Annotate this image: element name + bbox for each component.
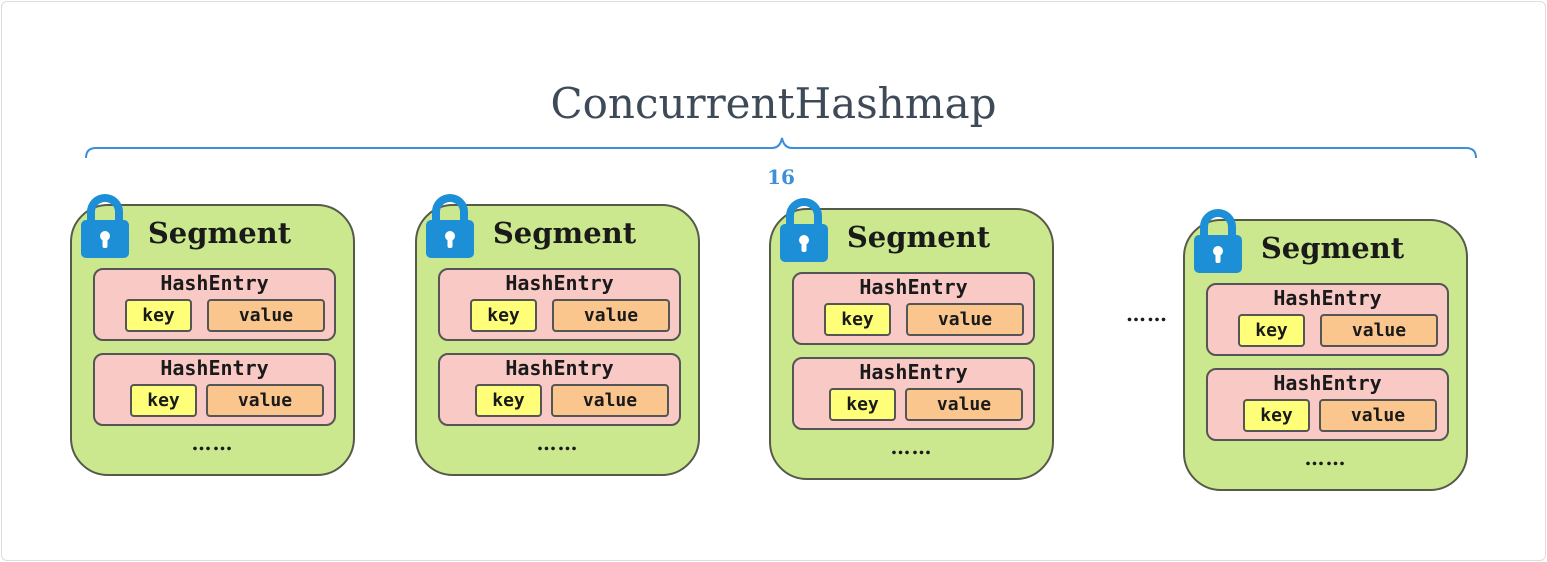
key-box: key [824,303,891,336]
hash-entry-label: HashEntry [505,356,614,380]
key-box: key [1243,399,1310,432]
segment-ellipsis: …… [191,431,234,455]
key-box: key [125,299,192,332]
value-box: value [551,384,669,417]
hash-entry: HashEntry key value [792,272,1035,345]
hash-entry: HashEntry key value [792,357,1035,430]
hash-entry: HashEntry key value [1206,283,1449,356]
value-box: value [1320,314,1438,347]
more-segments-ellipsis: …… [1126,302,1168,326]
value-box: value [206,384,324,417]
hash-entry-label: HashEntry [160,271,269,295]
key-box: key [1238,314,1305,347]
hash-entry-label: HashEntry [160,356,269,380]
hash-entry-label: HashEntry [1273,286,1382,310]
lock-icon [81,194,129,258]
hash-entry: HashEntry key value [1206,368,1449,441]
segment-box: Segment HashEntry key value HashEntry ke… [769,198,1054,480]
value-box: value [1319,399,1437,432]
segment-label: Segment [147,216,292,250]
hash-entry-label: HashEntry [859,275,968,299]
value-box: value [552,299,670,332]
hash-entry-label: HashEntry [1273,371,1382,395]
value-box: value [906,303,1024,336]
segment-ellipsis: …… [536,431,579,455]
segment-ellipsis: …… [890,435,933,459]
segment-count-label: 16 [767,165,795,189]
segment-label: Segment [846,220,991,254]
segment-label: Segment [492,216,637,250]
segment-box: Segment HashEntry key value HashEntry ke… [415,194,700,476]
segment-label: Segment [1260,231,1405,265]
key-box: key [130,384,197,417]
hash-entry: HashEntry key value [93,353,336,426]
value-box: value [905,388,1023,421]
key-box: key [475,384,542,417]
hash-entry: HashEntry key value [438,268,681,341]
diagram-title: ConcurrentHashmap [550,79,997,128]
curly-brace [85,137,1477,159]
lock-icon [780,198,828,262]
key-box: key [470,299,537,332]
lock-icon [1194,209,1242,273]
lock-icon [426,194,474,258]
hash-entry: HashEntry key value [438,353,681,426]
key-box: key [829,388,896,421]
segment-box: Segment HashEntry key value HashEntry ke… [70,194,355,476]
hash-entry: HashEntry key value [93,268,336,341]
segment-ellipsis: …… [1304,446,1347,470]
hash-entry-label: HashEntry [859,360,968,384]
segment-box: Segment HashEntry key value HashEntry ke… [1183,209,1468,491]
hash-entry-label: HashEntry [505,271,614,295]
value-box: value [207,299,325,332]
